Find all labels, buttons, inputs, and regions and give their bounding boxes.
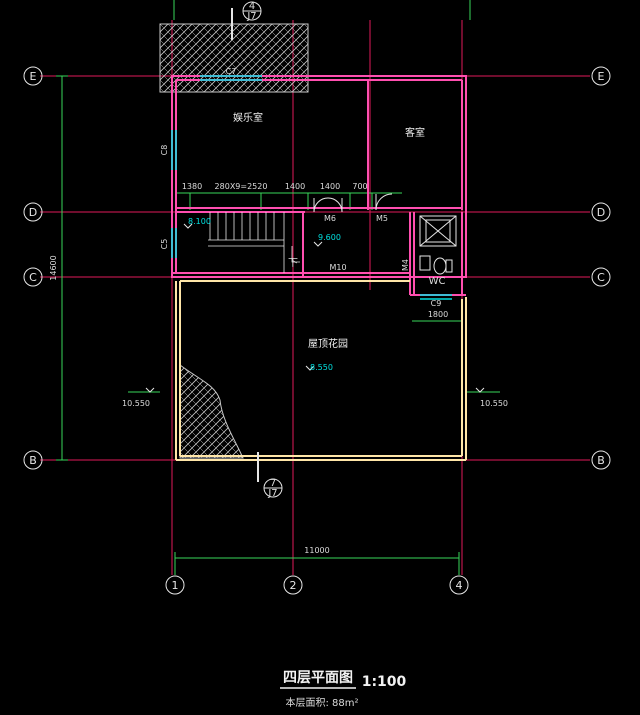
room-label-entertainment: 娱乐室 — [233, 111, 263, 124]
label-down: 下 — [288, 258, 298, 269]
roof-tile-area — [159, 23, 309, 93]
axis-label-d-right: D — [597, 206, 605, 219]
dim-700: 700 — [352, 182, 367, 191]
label-m5: M5 — [376, 214, 388, 223]
dim-1400b: 1400 — [320, 182, 340, 191]
detail-marker-bottom-sheet: J7 — [267, 488, 277, 499]
room-label-roof-garden: 屋顶花园 — [308, 337, 348, 350]
elevator-shaft — [419, 215, 457, 247]
detail-marker-bottom — [257, 452, 283, 498]
drawing-title: 四层平面图 — [283, 670, 353, 686]
axis-label-1: 1 — [172, 579, 179, 592]
walls — [171, 75, 467, 296]
label-m10: M10 — [329, 263, 346, 272]
detail-marker-top-sheet: J7 — [246, 11, 256, 22]
dim-1400a: 1400 — [285, 182, 305, 191]
axis-label-c-left: C — [29, 271, 37, 284]
label-m6: M6 — [324, 214, 336, 223]
detail-marker-bottom-num: 7 — [270, 478, 276, 489]
axis-label-e-left: E — [30, 70, 37, 83]
axis-label-2: 2 — [290, 579, 297, 592]
dim-right-level: 10.550 — [480, 399, 508, 408]
drawing-area: 本层面积: 88m² — [285, 696, 358, 709]
room-label-bedroom: 客室 — [405, 126, 425, 139]
detail-marker-top-num: 4 — [249, 1, 255, 12]
dim-1380: 1380 — [182, 182, 202, 191]
toilet-fixture — [419, 255, 453, 275]
label-c7: C7 — [226, 67, 237, 76]
doors — [313, 193, 393, 213]
axis-label-e-right: E — [598, 70, 605, 83]
axis-label-4: 4 — [456, 579, 463, 592]
axis-label-d-left: D — [29, 206, 37, 219]
elevation-hall: 9.600 — [318, 233, 341, 242]
dimension-lines — [56, 0, 500, 575]
label-c9: C9 — [431, 299, 442, 308]
elevation-stair-top: 8.100 — [188, 217, 211, 226]
drawing-scale: 1:100 — [362, 674, 407, 690]
detail-marker-top — [231, 1, 262, 40]
dim-total-width: 11000 — [304, 546, 329, 555]
axis-label-b-right: B — [597, 454, 605, 467]
elevation-garden: 8.550 — [310, 363, 333, 372]
dim-left-level: 10.550 — [122, 399, 150, 408]
room-label-wc: WC — [429, 276, 446, 287]
level-symbols — [145, 223, 485, 393]
dim-1800: 1800 — [428, 310, 448, 319]
label-c5: C5 — [160, 239, 169, 250]
axis-grid-lines — [40, 20, 590, 575]
dim-total-depth: 14600 — [49, 255, 58, 280]
axis-label-c-right: C — [597, 271, 605, 284]
label-m4: M4 — [401, 259, 410, 271]
stair-treads — [208, 212, 300, 273]
garden-parapet — [175, 280, 467, 461]
axis-label-b-left: B — [29, 454, 37, 467]
axis-bubbles — [23, 66, 611, 595]
garden-hatch-area — [179, 364, 244, 459]
dim-stair-run: 280X9=2520 — [215, 182, 268, 191]
windows — [171, 75, 452, 300]
label-c8: C8 — [160, 145, 169, 156]
